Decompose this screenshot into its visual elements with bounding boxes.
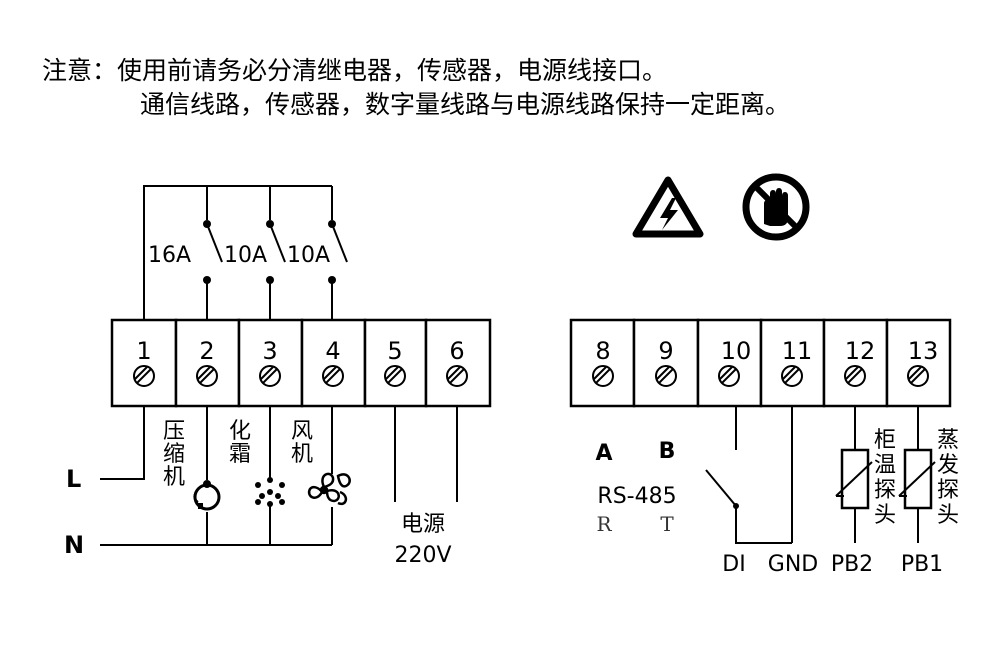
sensor1-label-char: 温 <box>874 453 896 478</box>
terminal-number: 10 <box>721 337 752 365</box>
terminal-number: 12 <box>845 337 876 365</box>
load-label-char: 机 <box>291 442 313 467</box>
terminal-number: 2 <box>199 337 214 365</box>
terminal-10 <box>696 318 763 408</box>
terminal-13 <box>885 318 952 408</box>
screw-icon <box>196 365 218 387</box>
sensor2-label-char: 发 <box>937 453 959 478</box>
screw-icon <box>259 365 281 387</box>
screw-icon <box>907 365 929 387</box>
relay-rating: 10A <box>287 243 330 268</box>
rs485-label: RS-485 <box>597 484 676 509</box>
screw-icon <box>844 365 866 387</box>
screw-icon <box>446 365 468 387</box>
left-terminal-block: 1 2 3 4 5 6 <box>110 318 492 408</box>
terminal-11 <box>759 318 826 408</box>
terminal-number: 1 <box>136 337 151 365</box>
screw-icon <box>718 365 740 387</box>
sensor2-label-char: 探 <box>937 478 959 503</box>
screw-icon <box>781 365 803 387</box>
rs485-r-label: R <box>596 512 612 536</box>
terminal-6 <box>424 318 492 408</box>
terminal-number: 8 <box>595 337 610 365</box>
rs485-t-label: T <box>660 512 674 536</box>
terminal-number: 9 <box>658 337 673 365</box>
relay-rating: 10A <box>224 243 267 268</box>
load-label-char: 风 <box>291 419 313 444</box>
terminal-number: 6 <box>449 337 464 365</box>
rs485-b-label: B <box>659 439 676 464</box>
line-N-label: N <box>64 531 84 559</box>
notice-line-1: 注意：使用前请务必分清继电器，传感器，电源线接口。 <box>42 56 668 85</box>
thermistor-pb1 <box>898 448 936 510</box>
power-lines <box>100 406 458 546</box>
rs485-a-label: A <box>595 441 612 466</box>
terminal-number: 4 <box>325 337 340 365</box>
compressor-icon <box>193 480 221 511</box>
gnd-label: GND <box>768 552 818 577</box>
sensor2-label-char: 蒸 <box>937 428 959 453</box>
terminal-8 <box>569 318 636 408</box>
sensor1-label-char: 探 <box>874 478 896 503</box>
screw-icon <box>592 365 614 387</box>
sensor1-label-char: 头 <box>874 503 896 528</box>
sensor2-label-char: 头 <box>937 503 959 528</box>
screw-icon <box>655 365 677 387</box>
terminal-number: 5 <box>387 337 402 365</box>
pb2-label: PB2 <box>831 552 873 577</box>
relay-rating: 16A <box>148 243 191 268</box>
electric-shock-warning-icon <box>632 176 704 238</box>
terminal-4 <box>300 318 367 408</box>
screw-icon <box>322 365 344 387</box>
terminal-number: 3 <box>262 337 277 365</box>
fan-icon <box>307 472 351 506</box>
terminal-9 <box>632 318 700 408</box>
right-terminal-block: 8 9 10 11 12 13 <box>569 318 952 408</box>
terminal-number: 13 <box>908 337 939 365</box>
pb1-label: PB1 <box>901 552 943 577</box>
power-label: 电源 <box>401 512 445 537</box>
notice-line-2: 通信线路，传感器，数字量线路与电源线路保持一定距离。 <box>140 90 791 119</box>
load-label-char: 缩 <box>163 442 185 467</box>
screw-icon <box>384 365 406 387</box>
no-touch-icon <box>742 173 810 241</box>
screw-icon <box>133 365 155 387</box>
line-L-label: L <box>66 465 81 493</box>
load-label-char: 机 <box>163 465 185 490</box>
relay-wiring <box>143 185 348 320</box>
snowflake-icon <box>255 477 285 507</box>
di-label: DI <box>722 552 745 577</box>
sensor1-label-char: 柜 <box>874 428 896 453</box>
thermistor-pb2 <box>835 448 873 510</box>
load-label-char: 霜 <box>229 442 251 467</box>
terminal-12 <box>822 318 889 408</box>
terminal-number: 11 <box>782 337 813 365</box>
power-voltage: 220V <box>394 543 451 568</box>
terminal-5 <box>363 318 428 408</box>
load-label-char: 化 <box>229 419 251 444</box>
load-label-char: 压 <box>163 419 185 444</box>
